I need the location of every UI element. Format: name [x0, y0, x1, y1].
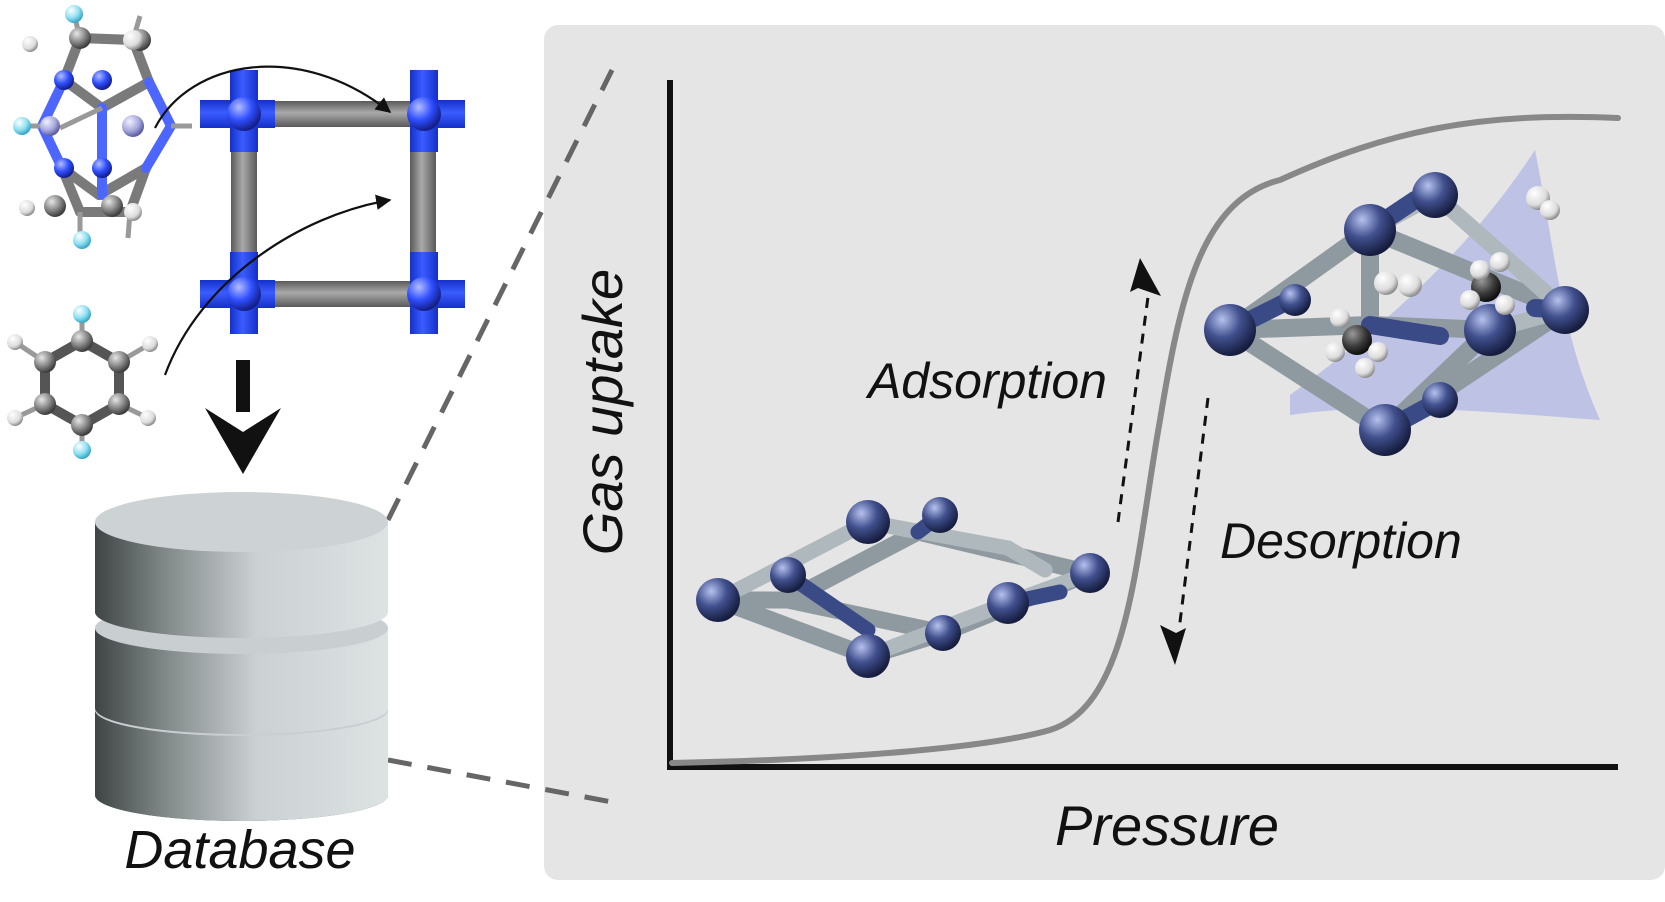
- adsorption-label: Adsorption: [865, 353, 1107, 409]
- database-label: Database: [124, 820, 355, 880]
- gas-molecule: [1325, 308, 1388, 378]
- plot-panel: [544, 25, 1665, 880]
- imidazolate-dimer-icon: [13, 5, 192, 249]
- x-axis-label: Pressure: [1055, 794, 1279, 857]
- square-grid-framework-icon: [154, 65, 465, 376]
- desorption-arrow: [1160, 397, 1210, 665]
- difluorobenzene-icon: [7, 305, 158, 459]
- isotherm-curve: [669, 113, 1621, 766]
- gas-molecule: [1374, 186, 1560, 297]
- gas-molecule: [1460, 252, 1515, 315]
- open-framework-with-gas-icon: [1204, 150, 1600, 456]
- down-arrow-icon: [205, 360, 281, 474]
- database-cylinder-icon: [95, 492, 388, 821]
- adsorption-arrow: [1116, 258, 1161, 523]
- y-axis-label: Gas uptake: [571, 269, 634, 555]
- collapsed-framework-icon: [696, 497, 1110, 678]
- desorption-label: Desorption: [1220, 513, 1462, 569]
- zoom-connector: [385, 68, 615, 805]
- plot-axes: [667, 80, 1618, 770]
